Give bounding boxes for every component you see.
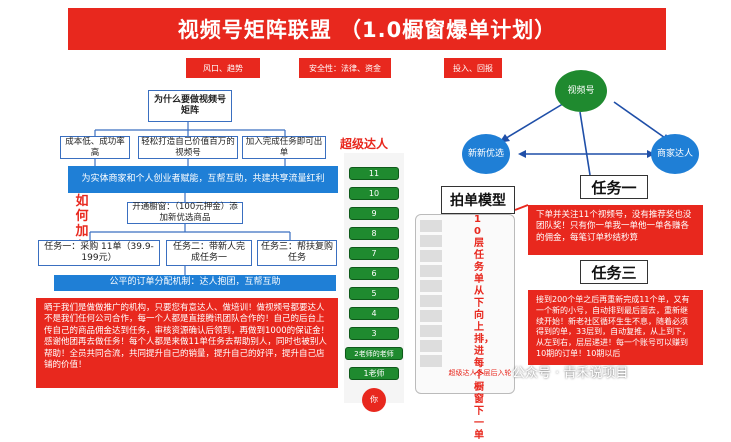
fair-bar: 公平的订单分配机制：达人抱团，互帮互助: [54, 275, 336, 291]
empower-bar: 为实体商家和个人创业者赋能，互帮互助，共建共享流量红利: [68, 166, 338, 193]
model-footer: 超级达人多层后入轮: [448, 369, 512, 377]
task-box-3: 任务三：帮扶复购任务: [257, 240, 337, 266]
phone-row: [420, 295, 442, 307]
reason-box-1: 成本低、成功率高: [60, 136, 130, 159]
tag-return: 投入、回报: [444, 58, 502, 78]
ladder-step-3: 3: [349, 327, 399, 340]
ladder-step-8: 8: [349, 227, 399, 240]
task-box-1: 任务一：采购 11单（39.9-199元）: [38, 240, 160, 266]
model-title: 拍单模型: [441, 186, 515, 214]
ladder-step-7: 7: [349, 247, 399, 260]
ladder-step-2: 2老师的老师: [345, 347, 403, 360]
task3-title: 任务三: [580, 260, 648, 284]
phone-row: [420, 280, 442, 292]
tag-safety: 安全性：法律、资金: [299, 58, 391, 78]
task1-panel: 下单并关注11个视频号，没有推荐奖也没团队奖！只有你一单我一单他一单各赚各的佣金…: [528, 205, 703, 255]
phone-row: [420, 310, 442, 322]
task1-title: 任务一: [580, 175, 648, 199]
page-title: 视频号矩阵联盟 （1.0橱窗爆单计划）: [68, 8, 666, 50]
phone-row: [420, 235, 442, 247]
you-marker: 你: [362, 388, 386, 412]
phone-grid: [420, 220, 442, 380]
reason-box-3: 加入完成任务即可出单: [242, 136, 326, 159]
node-new-select: 新新优选: [462, 134, 510, 174]
task-box-2: 任务二：带新人完成任务一: [166, 240, 252, 266]
phone-row: [420, 355, 442, 367]
model-text: 10层任务单从下向上排，进每个橱窗下一单: [474, 214, 494, 441]
tag-trend: 风口、趋势: [186, 58, 260, 78]
super-label: 超级达人: [340, 137, 389, 151]
phone-row: [420, 340, 442, 352]
phone-row: [420, 325, 442, 337]
ladder-step-11: 11: [349, 167, 399, 180]
task3-panel: 接到200个单之后再重新完成11个单，又有一个新的小号，自动排到最后面去，重新继…: [528, 290, 703, 365]
ladder-step-4: 4: [349, 307, 399, 320]
ladder-step-5: 5: [349, 287, 399, 300]
phone-row: [420, 250, 442, 262]
watermark: 公众号 · 青禾说项目: [512, 366, 629, 381]
phone-row: [420, 265, 442, 277]
node-video-account: 视频号: [555, 70, 607, 112]
ladder-step-9: 9: [349, 207, 399, 220]
why-box: 为什么要做视频号矩阵: [148, 90, 232, 122]
node-merchant: 商家达人: [651, 134, 699, 174]
join-step-box: 开通橱窗：（100元押金）添加新优选商品: [127, 202, 243, 224]
ladder-step-10: 10: [349, 187, 399, 200]
ladder-step-6: 6: [349, 267, 399, 280]
phone-row: [420, 220, 442, 232]
reason-box-2: 轻松打造自己价值百万的视频号: [138, 136, 238, 159]
ladder-step-1: 1老师: [349, 367, 399, 380]
bottom-red-panel: 晒于我们是做做推广的机构，只要您有意达人、做培训！做视频号都要达人不是我们任何公…: [36, 298, 338, 388]
